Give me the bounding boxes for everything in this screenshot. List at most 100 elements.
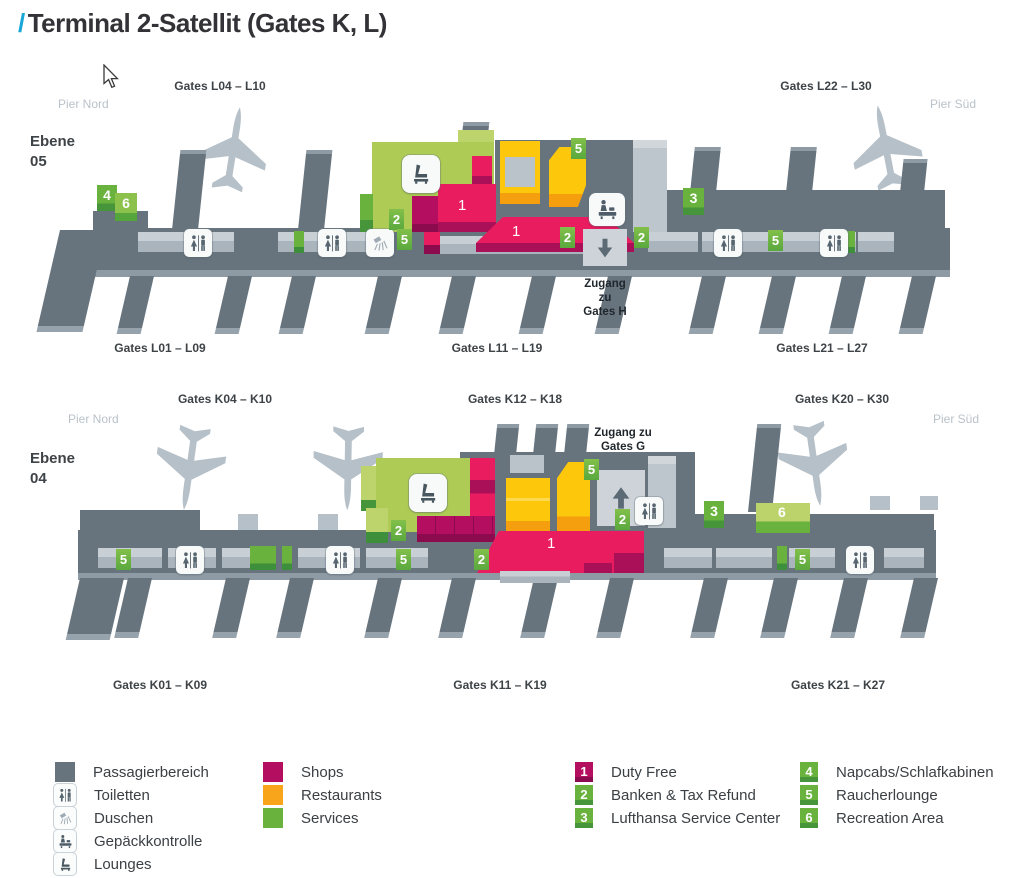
bank-marker: 2: [615, 509, 630, 530]
services-block: [845, 231, 855, 253]
pier: [298, 150, 333, 230]
baggage-check-icon: [589, 193, 625, 226]
lounge-icon: [402, 155, 440, 193]
restaurant-inner: [505, 157, 535, 187]
pier-nord-label: Pier Nord: [58, 97, 109, 111]
terminal-band: [688, 514, 934, 534]
pier: [760, 578, 798, 638]
pier-sued-label: Pier Süd: [933, 412, 980, 426]
down-arrow-to-gates-h: [583, 229, 627, 266]
pier: [438, 276, 476, 334]
level-word: Ebene: [30, 450, 76, 467]
napcabs-marker: 4: [800, 762, 818, 782]
shops-block: [417, 534, 495, 542]
smoking-lounge-marker: 5: [397, 229, 412, 250]
pier: [116, 276, 154, 334]
pier-nord-label: Pier Nord: [68, 412, 119, 426]
legend-label: Passagierbereich: [93, 763, 209, 781]
pier: [898, 276, 936, 334]
title-slash-accent: /: [18, 8, 25, 38]
building-gray: [510, 455, 544, 473]
smoking-lounge-marker: 5: [768, 230, 783, 251]
gates-label: Gates L04 – L10: [174, 79, 266, 93]
restaurant-divider: [506, 498, 550, 501]
toilets-icon: [184, 229, 212, 257]
lounge-icon: [54, 853, 76, 875]
pier: [364, 578, 402, 638]
showers-icon: [54, 807, 76, 829]
showers-icon: [366, 229, 394, 257]
legend-item-lounges: Lounges: [54, 853, 152, 875]
toilets-icon: [176, 546, 204, 574]
corridor-block: [716, 548, 772, 568]
services-block: [282, 546, 292, 570]
gates-label: Gates K11 – K19: [453, 678, 547, 692]
gates-label: Gates L01 – L09: [114, 341, 206, 355]
legend-label: Napcabs/Schlafkabinen: [836, 763, 994, 781]
recreation-number: 6: [778, 504, 786, 520]
pier: [690, 578, 728, 638]
bank-marker: 2: [575, 785, 593, 805]
smoking-lounge-marker: 5: [116, 549, 131, 570]
lounge-area: [366, 508, 388, 534]
toilets-icon: [846, 546, 874, 574]
gate-stub: [238, 514, 258, 530]
level-label: Ebene 04: [30, 449, 75, 489]
legend: Passagierbereich Toiletten Duschen Gepäc…: [0, 758, 1024, 875]
legend-label: Gepäckkontrolle: [94, 832, 203, 850]
legend-item-passenger-area: Passagierbereich: [55, 762, 209, 782]
pier: [758, 276, 796, 334]
legend-item-shops: Shops: [263, 762, 344, 782]
legend-item-napcabs: 4 Napcabs/Schlafkabinen: [800, 762, 994, 782]
pier: [520, 578, 558, 638]
lufthansa-service-center-marker: 3: [704, 501, 724, 528]
gates-label: Gates K21 – K27: [790, 678, 886, 692]
pier: [786, 147, 817, 193]
bank-marker: 2: [389, 209, 404, 230]
bank-marker: 2: [391, 520, 406, 541]
pier: [828, 276, 866, 334]
restaurants-swatch: [263, 785, 283, 805]
pier: [900, 159, 928, 193]
restaurant-block: [506, 521, 550, 532]
corridor-block: [884, 548, 924, 568]
legend-label: Restaurants: [301, 786, 382, 804]
shops-swatch: [263, 762, 283, 782]
access-line: zu: [598, 292, 612, 304]
services-block: [777, 546, 787, 570]
legend-item-smoking-lounge: 5 Raucherlounge: [800, 785, 938, 805]
lufthansa-service-center-marker: 3: [575, 808, 593, 828]
terminal-band: [80, 510, 200, 532]
corridor-block: [222, 548, 258, 568]
legend-label: Lounges: [94, 855, 152, 873]
access-gates-h-label: Zugang zu Gates H: [567, 277, 643, 319]
legend-item-services: Services: [263, 808, 359, 828]
legend-item-banks: 2 Banken & Tax Refund: [575, 785, 756, 805]
access-line: Gates G: [600, 441, 646, 453]
gate-stub: [920, 496, 938, 510]
toilets-icon: [820, 229, 848, 257]
services-block: [294, 231, 304, 253]
pier: [212, 578, 250, 638]
smoking-lounge-marker: 5: [571, 138, 586, 159]
access-line: Zugang zu: [594, 427, 652, 439]
gates-label: Gates L21 – L27: [776, 341, 868, 355]
pier: [36, 230, 106, 332]
map-ebene-04: Gates K04 – K10 Gates K12 – K18 Gates K2…: [0, 390, 1024, 710]
recreation-marker: 6: [115, 193, 137, 221]
services-swatch: [263, 808, 283, 828]
shops-number: 1: [458, 197, 467, 214]
pier: [830, 578, 868, 638]
pier: [364, 276, 402, 334]
airplane-icon: [830, 93, 943, 206]
gates-label: Gates K20 – K30: [794, 392, 890, 406]
duty-free-area: [476, 243, 634, 252]
legend-label: Duschen: [94, 809, 154, 827]
legend-label: Recreation Area: [836, 809, 944, 827]
duty-free-area: [614, 553, 644, 573]
smoking-lounge-marker: 5: [795, 549, 810, 570]
access-gates-g-label: Zugang zu Gates G: [584, 426, 662, 454]
services-block: [360, 194, 373, 220]
building-gray: [633, 140, 667, 232]
toilets-icon: [318, 229, 346, 257]
